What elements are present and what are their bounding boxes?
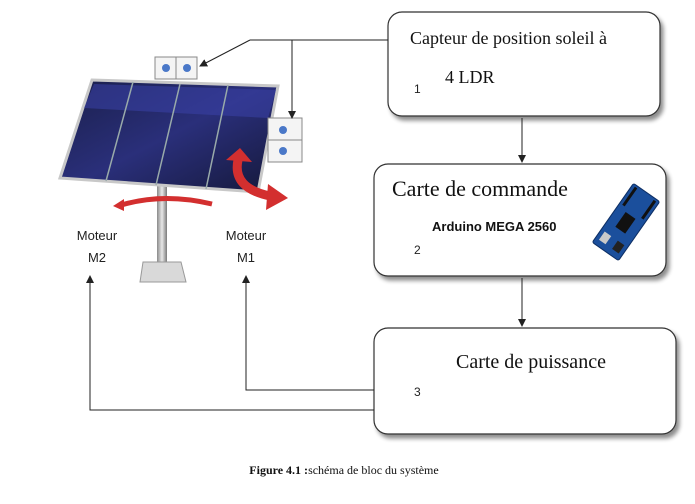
sensor-box-title-line2: 4 LDR [445,67,495,87]
ldr-sensor-side [267,117,303,163]
power-box-title: Carte de puissance [456,351,606,373]
motor-m2-label: Moteur [77,228,118,243]
arduino-board-image [592,183,660,261]
connectors [86,39,526,411]
motor-m2-id: M2 [88,250,106,265]
figure-caption-text: schéma de bloc du système [308,463,439,477]
tracker-post [157,186,167,264]
power-box: Carte de puissance 3 [373,327,677,435]
control-box-subtitle: Arduino MEGA 2560 [432,219,556,234]
sensor-box-title-line1: Capteur de position soleil à [410,28,607,48]
sensor-box-number: 1 [414,82,421,96]
ldr-sensor-top [154,56,198,80]
figure-caption: Figure 4.1 :schéma de bloc du système [249,463,438,477]
solar-tracker-illustration [57,56,303,283]
motor-m1-id: M1 [237,250,255,265]
control-box-title: Carte de commande [392,176,568,201]
sensor-box: Capteur de position soleil à 4 LDR 1 [387,11,661,117]
figure-caption-prefix: Figure 4.1 : [249,463,308,477]
connector-power-to-m2 [86,275,374,411]
power-box-number: 3 [414,385,421,399]
m1-tilt-arrow [232,159,272,201]
tracker-base [139,261,187,283]
connector-power-to-m1 [242,275,374,391]
control-box-number: 2 [414,243,421,257]
m2-rotation-arrow [117,196,213,209]
motor-m1-label: Moteur [226,228,267,243]
control-box: Carte de commande Arduino MEGA 2560 2 [373,163,667,277]
